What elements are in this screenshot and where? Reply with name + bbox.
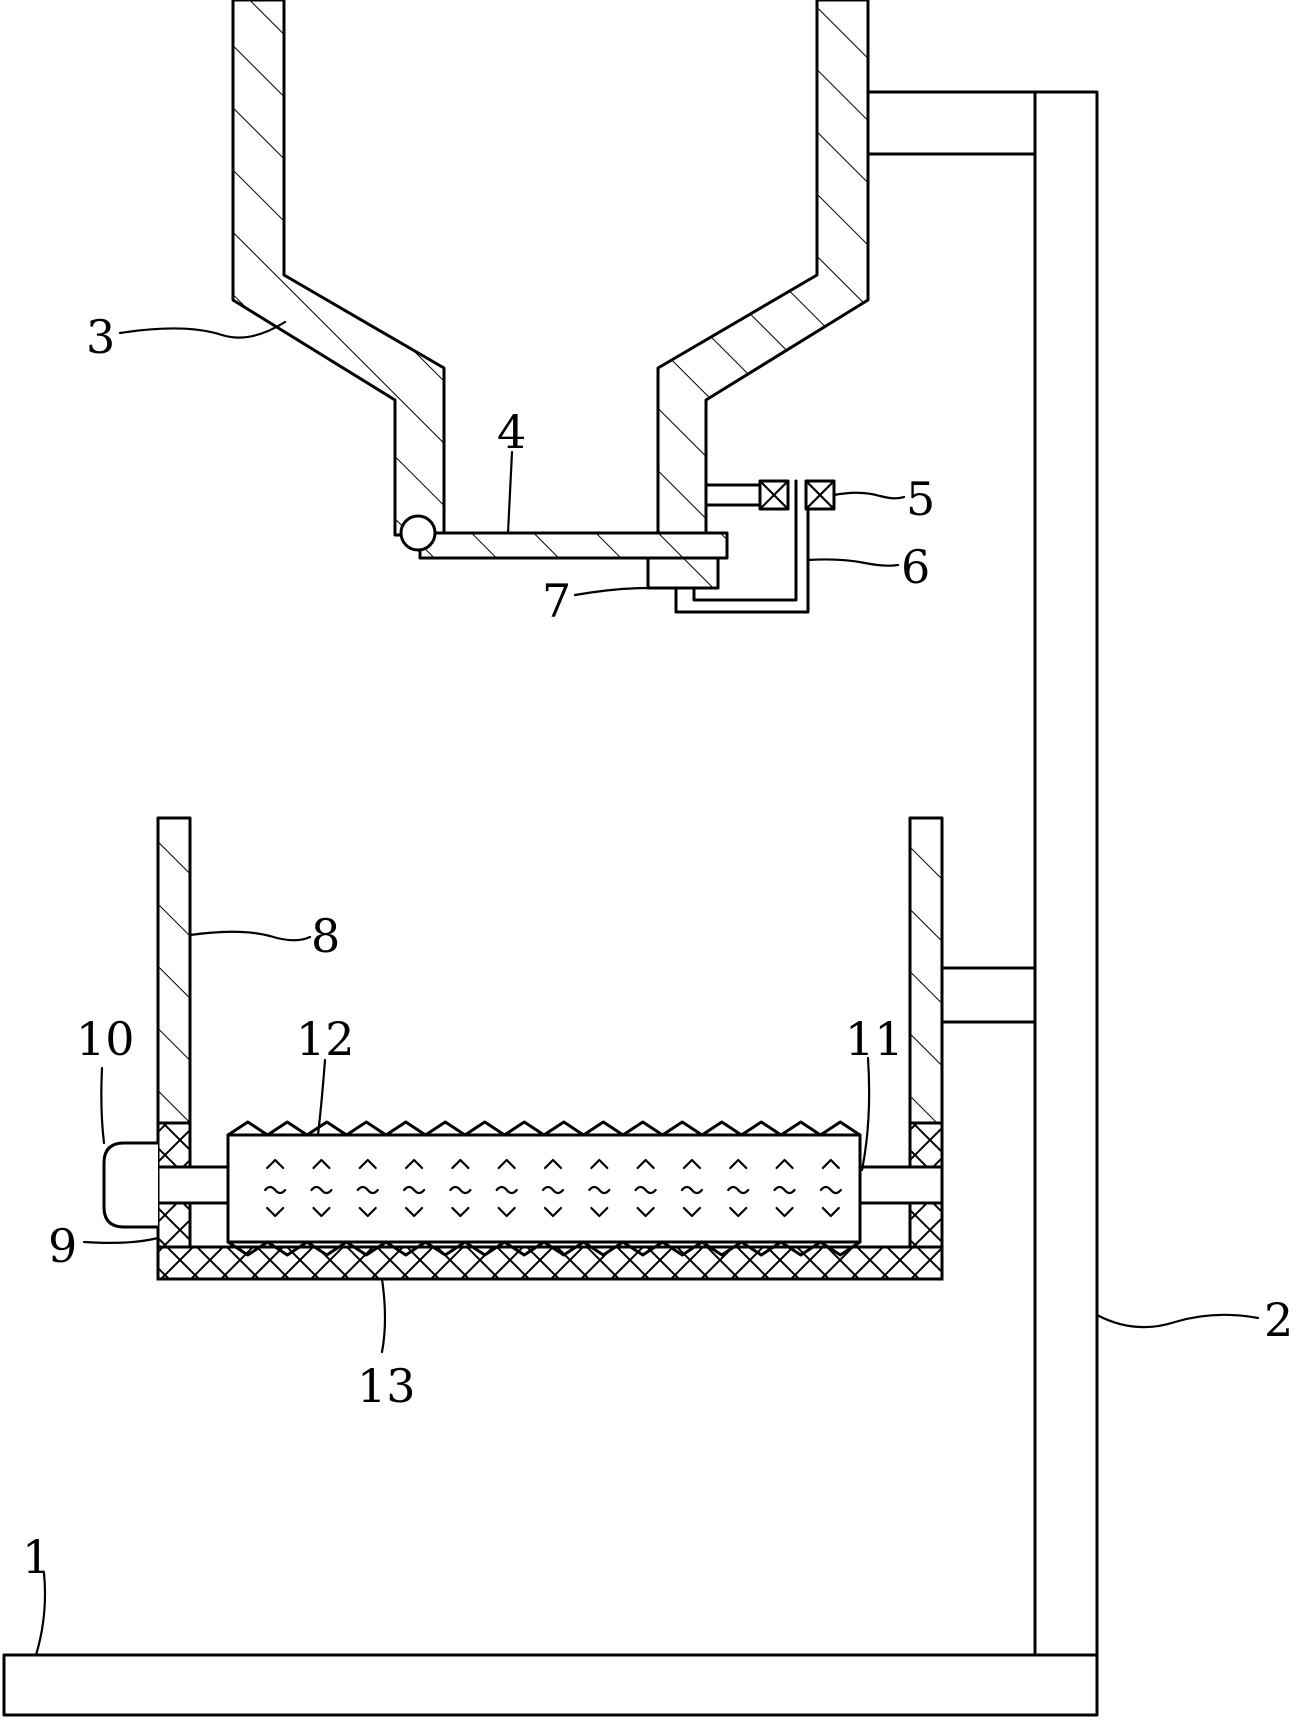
label-9: 9 — [48, 1219, 77, 1273]
label-8: 8 — [311, 909, 340, 963]
roller-bearing-left — [758, 479, 790, 511]
spiked-roller — [226, 1120, 862, 1257]
label-6: 6 — [901, 540, 930, 594]
label-7: 7 — [542, 574, 571, 628]
gate-plate — [418, 531, 729, 560]
leader-13 — [380, 1277, 387, 1354]
hopper-right-wall — [656, 0, 870, 537]
leader-1 — [34, 1571, 47, 1657]
label-1: 1 — [22, 1530, 51, 1584]
trough-left-wall — [156, 816, 192, 1125]
label-11: 11 — [845, 1012, 904, 1066]
bearing-right-lower — [908, 1201, 944, 1249]
leader-2 — [1095, 1313, 1260, 1329]
mesh-bottom — [156, 1245, 944, 1281]
bearing-left-upper — [156, 1121, 192, 1169]
leader-12 — [316, 1058, 327, 1137]
leader-10 — [100, 1066, 106, 1145]
label-2: 2 — [1264, 1293, 1293, 1347]
leader-9 — [82, 1236, 160, 1244]
drive-motor — [102, 1141, 158, 1229]
roller-shaft-right — [858, 1165, 944, 1205]
bearing-right-upper — [908, 1121, 944, 1169]
leader-5 — [832, 491, 906, 500]
leader-7 — [573, 586, 650, 597]
label-4: 4 — [497, 405, 526, 459]
label-5: 5 — [906, 472, 935, 526]
hopper-left-wall — [231, 0, 446, 537]
label-12: 12 — [296, 1012, 355, 1066]
leader-4 — [506, 450, 514, 535]
label-3: 3 — [86, 310, 115, 364]
label-10: 10 — [76, 1012, 135, 1066]
roller-bracket — [704, 483, 762, 507]
upper-arm — [866, 90, 1037, 156]
frame-post — [1033, 90, 1099, 1657]
hinge-pin — [399, 514, 437, 552]
roller-shaft-left — [156, 1165, 230, 1205]
lower-arm — [938, 966, 1037, 1024]
bearing-left-lower — [156, 1201, 192, 1249]
leader-11 — [860, 1056, 871, 1172]
roller-bearing-right — [804, 479, 836, 511]
trough-right-wall — [908, 816, 944, 1125]
leader-3 — [118, 320, 287, 339]
leader-6 — [806, 558, 900, 567]
latch-block — [646, 556, 720, 590]
label-13: 13 — [357, 1359, 416, 1413]
base-plate — [2, 1653, 1099, 1717]
leader-8 — [188, 930, 312, 942]
